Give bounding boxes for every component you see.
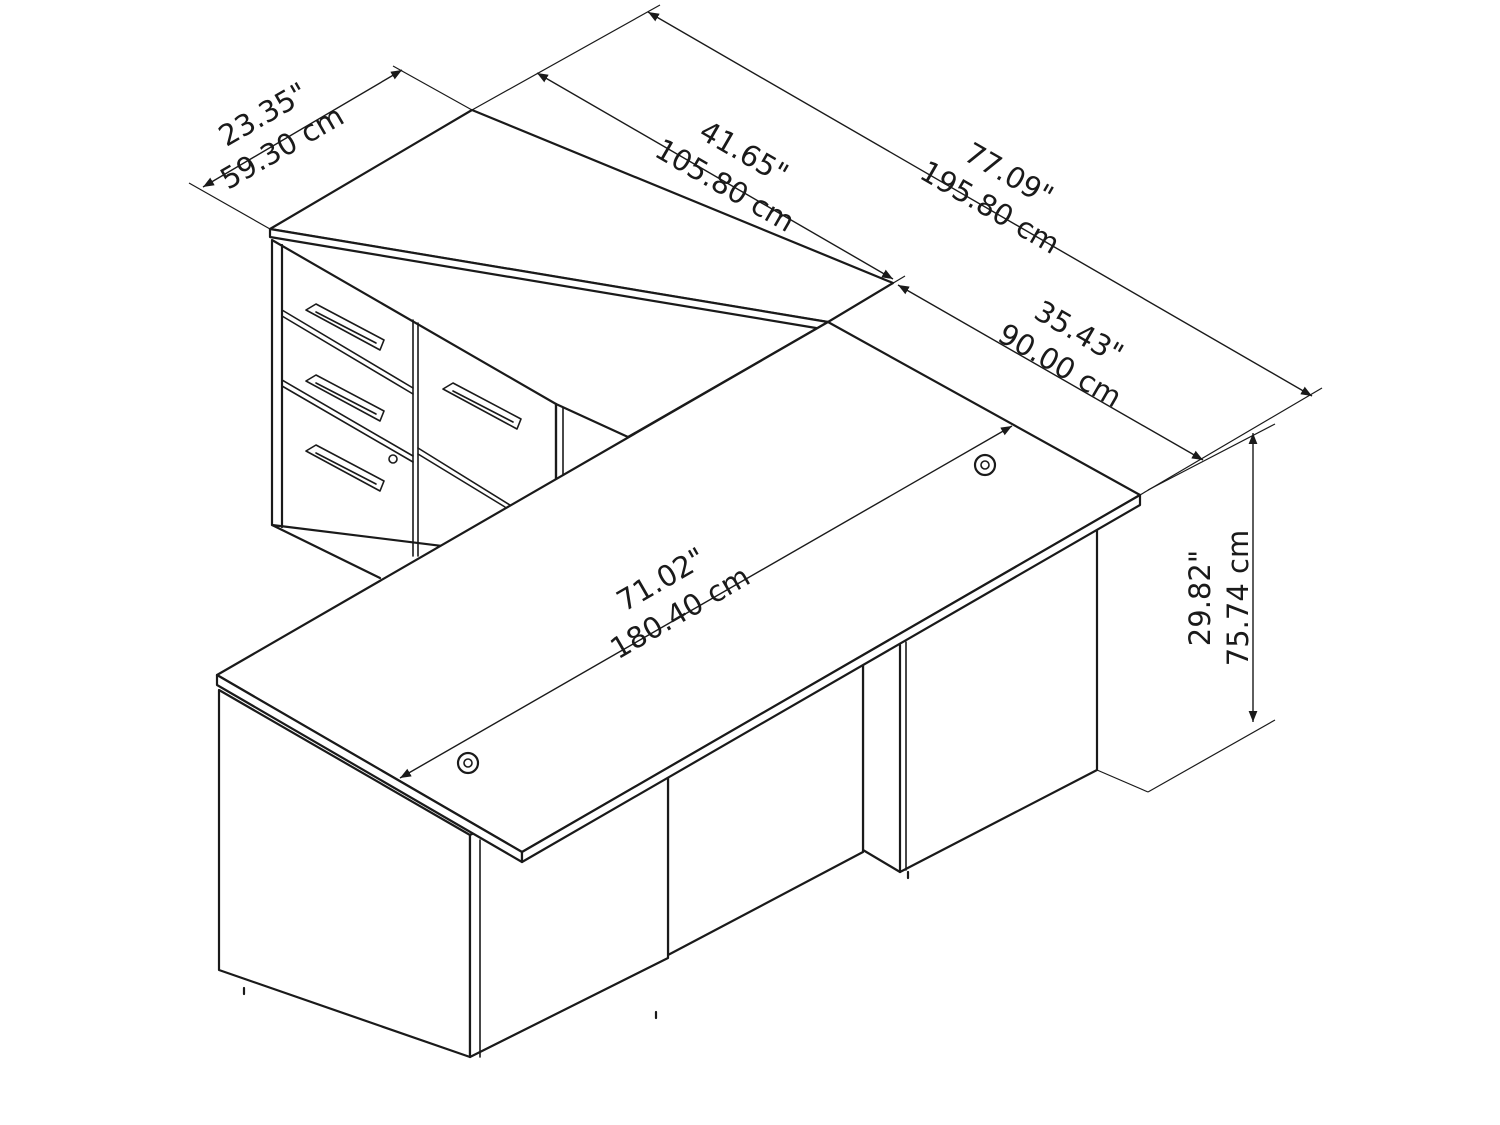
dimension-lines bbox=[188, 4, 1323, 793]
drawer-handle bbox=[305, 444, 385, 492]
lock-icon bbox=[388, 454, 398, 464]
drawer-handle bbox=[442, 382, 522, 430]
drawer-handle bbox=[305, 374, 385, 422]
dim-height: 29.82" 75.74 cm bbox=[1183, 530, 1255, 666]
dim-depth: 23.35" 59.30 cm bbox=[213, 76, 350, 197]
dim-desk-depth: 35.43" 90.00 cm bbox=[992, 294, 1129, 415]
dim-overall-length: 77.09" 195.80 cm bbox=[914, 136, 1065, 261]
dim-height-imperial: 29.82" bbox=[1183, 550, 1217, 646]
drawer-handle bbox=[305, 303, 385, 351]
dim-height-metric: 75.74 cm bbox=[1221, 530, 1255, 666]
return-top bbox=[268, 108, 895, 324]
